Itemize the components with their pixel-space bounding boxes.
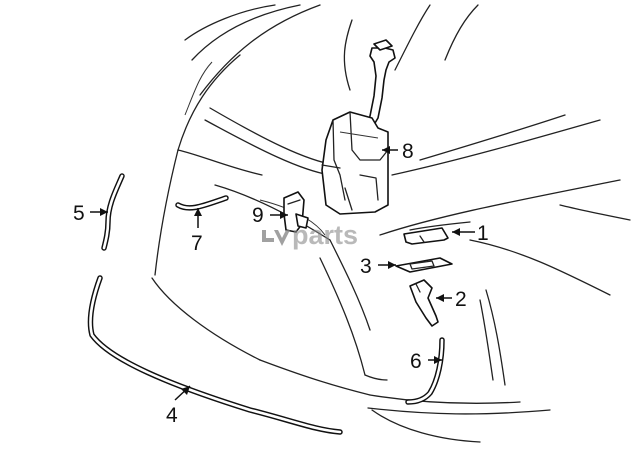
callout-2: 2	[455, 288, 467, 311]
nozzle-bracket[interactable]	[395, 257, 453, 273]
callout-1: 1	[477, 222, 489, 245]
callout-3: 3	[360, 255, 372, 278]
hose-4[interactable]	[87, 275, 343, 435]
callout-4: 4	[166, 404, 178, 427]
vehicle-body-outline	[151, 4, 631, 443]
hose-5[interactable]	[101, 173, 125, 251]
hose-6[interactable]	[405, 337, 445, 405]
washer-reservoir[interactable]	[321, 39, 396, 215]
callout-7: 7	[191, 232, 203, 255]
callout-labels: 1 2 3 4 5 6 7 8 9	[73, 140, 489, 427]
callout-8: 8	[402, 140, 414, 163]
watermark-text: parts	[292, 220, 358, 250]
callout-arrows	[90, 146, 475, 401]
callout-5: 5	[73, 202, 85, 225]
watermark-logo: parts	[262, 220, 358, 250]
callout-6: 6	[410, 350, 422, 373]
washer-pump[interactable]	[283, 191, 309, 233]
headlamp-washer-cover[interactable]	[403, 227, 449, 245]
hose-7[interactable]	[175, 195, 229, 211]
logo-mark-icon	[262, 230, 274, 242]
callout-9: 9	[252, 204, 264, 227]
logo-v-icon	[274, 230, 290, 246]
washer-nozzle[interactable]	[409, 279, 439, 327]
